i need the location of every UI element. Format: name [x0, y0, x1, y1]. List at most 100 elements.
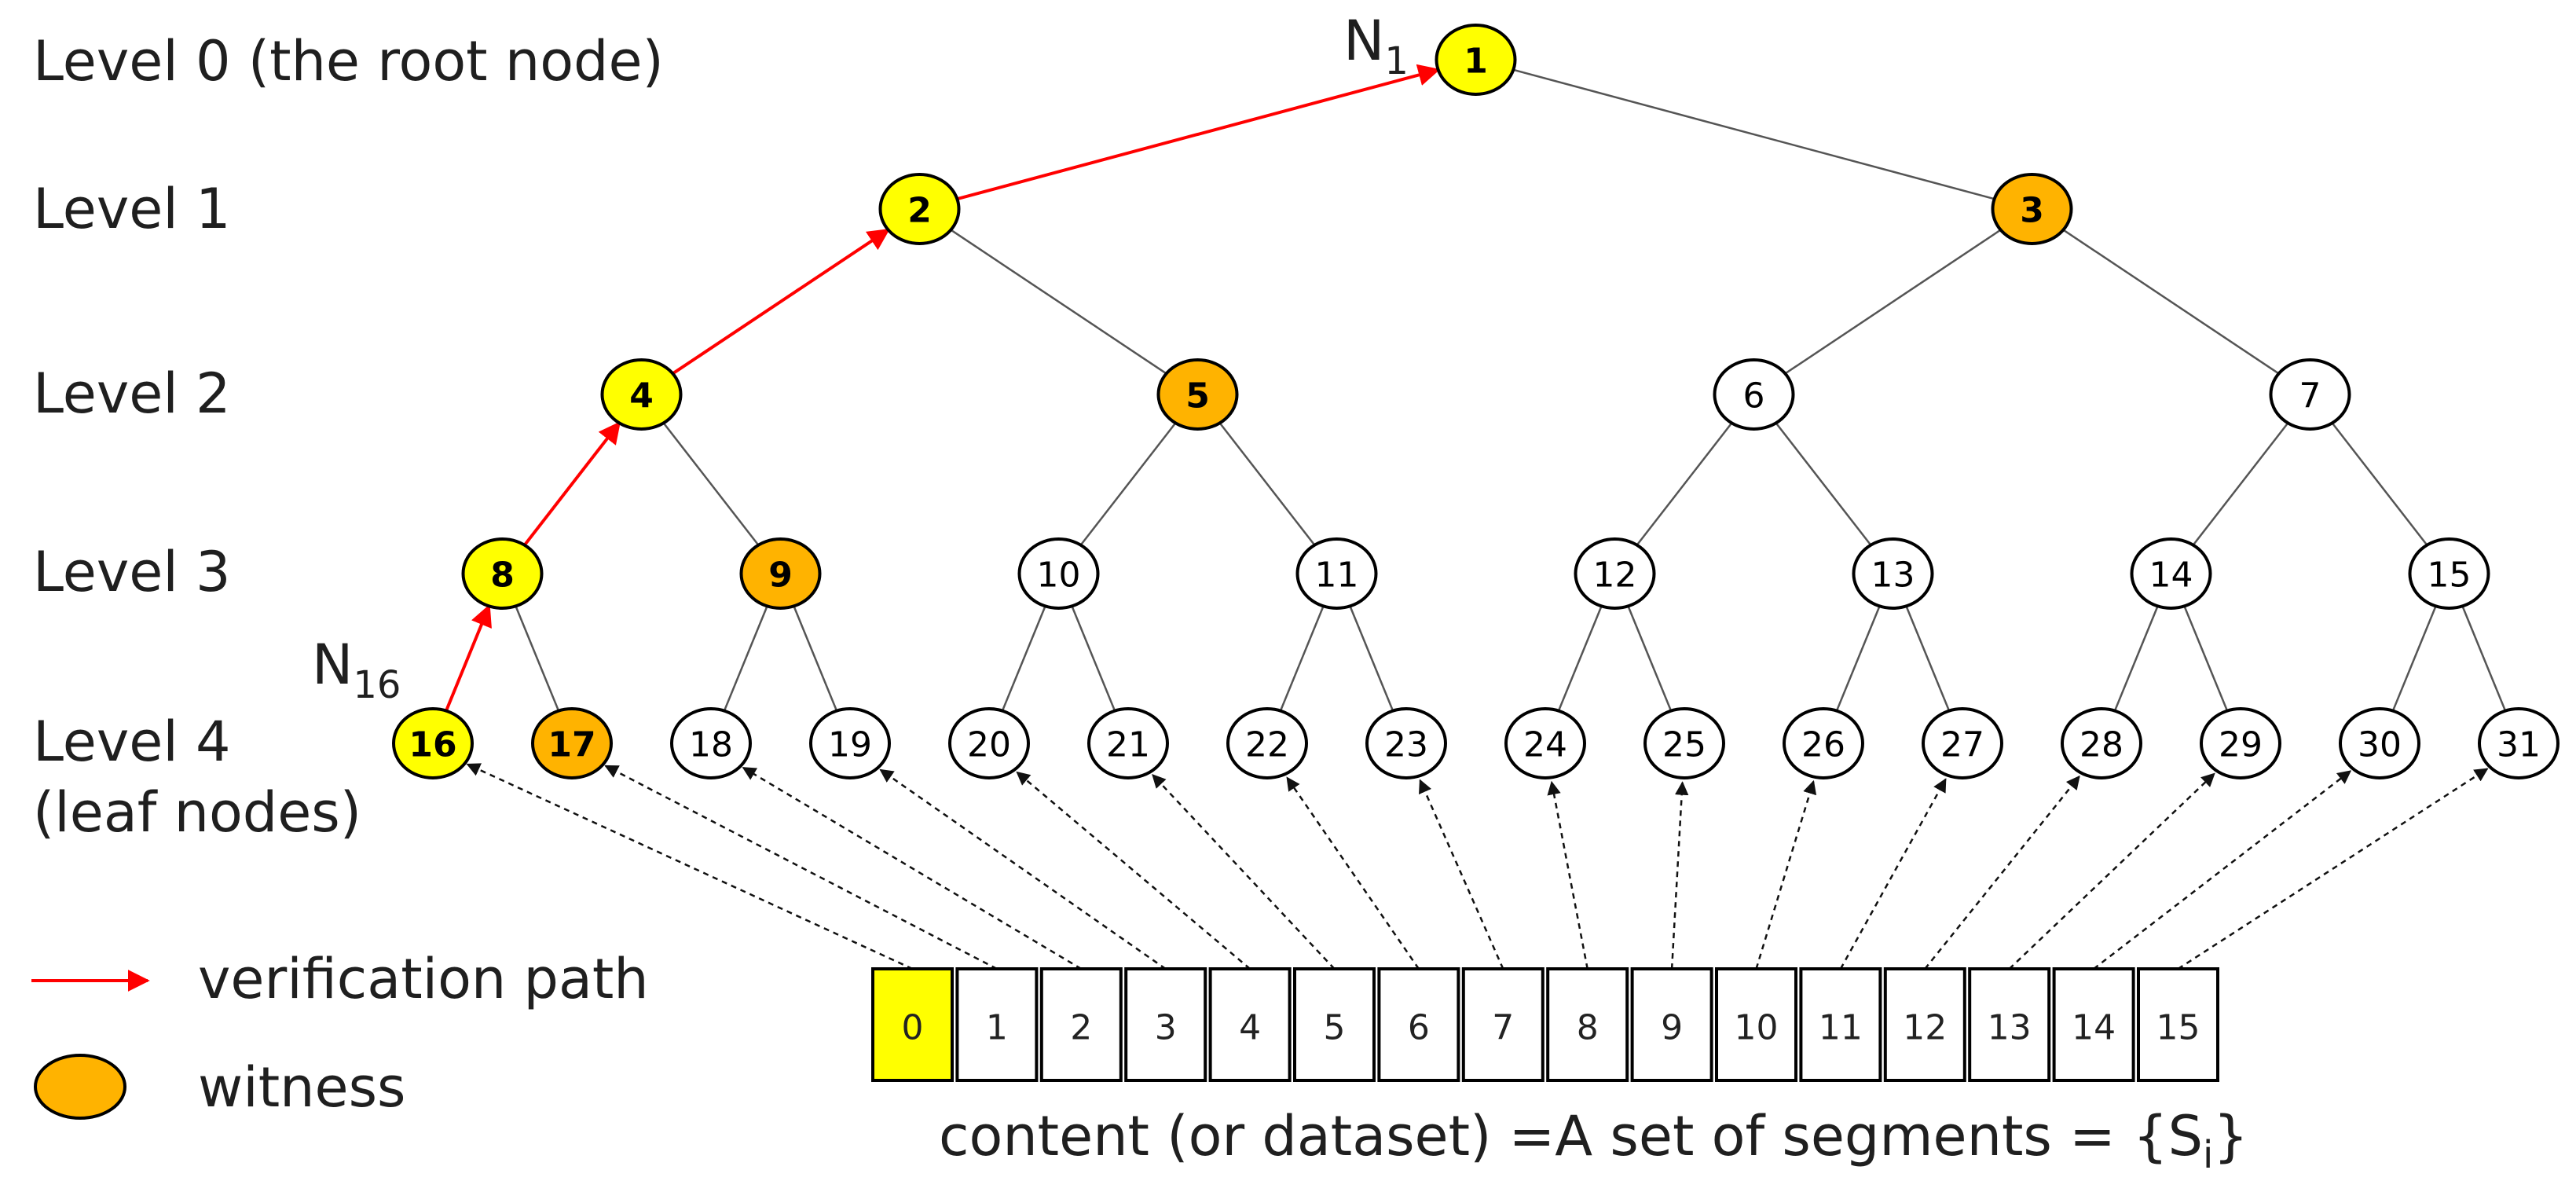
tree-node: 8	[461, 537, 544, 610]
segment-label: 9	[1661, 1008, 1683, 1048]
node-label: 25	[1662, 725, 1706, 765]
tree-node: 10	[1017, 537, 1100, 610]
segment-label: 15	[2156, 1008, 2200, 1048]
verification-path-edge	[956, 64, 1441, 201]
segment-box: 5	[1293, 967, 1376, 1082]
segment-rect	[2137, 967, 2219, 1082]
tree-edge	[1218, 422, 1316, 546]
tree-edge	[2331, 422, 2428, 546]
node-circle	[531, 707, 613, 779]
segment-rect	[1968, 967, 2051, 1082]
node-label: 12	[1593, 556, 1637, 596]
node-circle	[670, 707, 752, 779]
tree-node: 19	[809, 707, 891, 779]
leaf-nodes-label: (leaf nodes)	[33, 780, 361, 845]
segment-box: 6	[1377, 967, 1460, 1082]
root-annotation-sub: 1	[1384, 39, 1409, 83]
segment-box: 7	[1461, 967, 1545, 1082]
root-node-annotation: N1	[1343, 9, 1409, 83]
tree-edge	[1557, 605, 1603, 712]
tree-edge	[2461, 605, 2507, 712]
tree-node: 31	[2478, 707, 2560, 779]
node-label: 14	[2149, 556, 2193, 596]
node-circle	[392, 707, 474, 779]
segment-to-leaf-arrow	[742, 766, 1082, 970]
node-label: 4	[629, 376, 654, 416]
dataset-caption: content (or dataset) =A set of segments …	[939, 1104, 2248, 1177]
tree-edge	[1636, 422, 1733, 546]
tree-edge	[2113, 605, 2159, 712]
tree-edge	[2183, 605, 2229, 712]
tree-edge	[1079, 422, 1177, 546]
tree-node: 11	[1295, 537, 1378, 610]
tree-node: 26	[1783, 707, 1864, 779]
node-label: 28	[2079, 725, 2123, 765]
tree-edge	[1513, 68, 1995, 200]
node-circle	[1087, 707, 1169, 779]
tree-node: 13	[1852, 537, 1934, 610]
tree-edge	[793, 605, 838, 712]
segment-box: 3	[1124, 967, 1207, 1082]
tree-edge	[1905, 605, 1951, 712]
tree-node: 30	[2339, 707, 2420, 779]
segment-box: 9	[1630, 967, 1713, 1082]
segment-rect	[1124, 967, 1207, 1082]
node-circle	[948, 707, 1030, 779]
segment-box: 4	[1208, 967, 1292, 1082]
tree-node: 5	[1156, 358, 1239, 431]
segment-label: 11	[1819, 1008, 1863, 1048]
node-circle	[1226, 707, 1308, 779]
leaf-node-annotation: N16	[312, 633, 401, 707]
segment-rect	[2052, 967, 2135, 1082]
tree-node: 1	[1435, 24, 1517, 96]
node-circle	[1643, 707, 1725, 779]
segment-rect	[1546, 967, 1629, 1082]
segment-box: 15	[2137, 967, 2219, 1082]
node-label: 19	[828, 725, 872, 765]
segment-label: 4	[1239, 1008, 1261, 1048]
level-1-label: Level 1	[33, 177, 231, 241]
caption-suffix: }	[2213, 1104, 2248, 1168]
legend: verification path witness	[31, 947, 649, 1120]
segment-to-leaf-arrow	[1152, 773, 1336, 970]
tree-node: 15	[2408, 537, 2490, 610]
node-label: 22	[1245, 725, 1289, 765]
segment-label: 14	[2072, 1008, 2116, 1048]
node-circle	[1991, 173, 2073, 245]
segment-box: 12	[1883, 967, 1966, 1082]
tree-edge	[1627, 605, 1673, 712]
node-label: 11	[1315, 556, 1359, 596]
node-circle	[1783, 707, 1864, 779]
tree-node: 16	[392, 707, 474, 779]
tree-node: 9	[739, 537, 822, 610]
segment-label: 8	[1577, 1008, 1599, 1048]
level-2-label: Level 2	[33, 361, 231, 426]
verification-path-edge	[445, 603, 492, 712]
node-label: 17	[548, 725, 595, 765]
tree-node: 25	[1643, 707, 1725, 779]
segment-box: 2	[1039, 967, 1123, 1082]
segment-label: 10	[1735, 1008, 1779, 1048]
root-annotation-base: N	[1343, 9, 1384, 73]
tree-edge	[723, 605, 768, 712]
level-0-label: Level 0 (the root node)	[33, 29, 664, 94]
segment-label: 13	[1988, 1008, 2032, 1048]
segment-to-leaf-arrow	[1839, 778, 1947, 970]
node-label: 31	[2497, 725, 2541, 765]
node-circle	[2478, 707, 2560, 779]
tree-node: 21	[1087, 707, 1169, 779]
segment-rect	[1630, 967, 1713, 1082]
segment-to-leaf-arrow	[1547, 780, 1588, 970]
segment-arrows	[466, 763, 2489, 970]
segment-to-leaf-arrow	[466, 763, 914, 970]
node-label: 10	[1037, 556, 1081, 596]
node-label: 24	[1523, 725, 1567, 765]
segment-to-leaf-arrow	[2177, 768, 2489, 970]
tree-edges	[445, 64, 2507, 712]
tree-edge	[950, 229, 1167, 375]
segment-rect	[1461, 967, 1545, 1082]
node-label: 3	[2020, 191, 2044, 231]
